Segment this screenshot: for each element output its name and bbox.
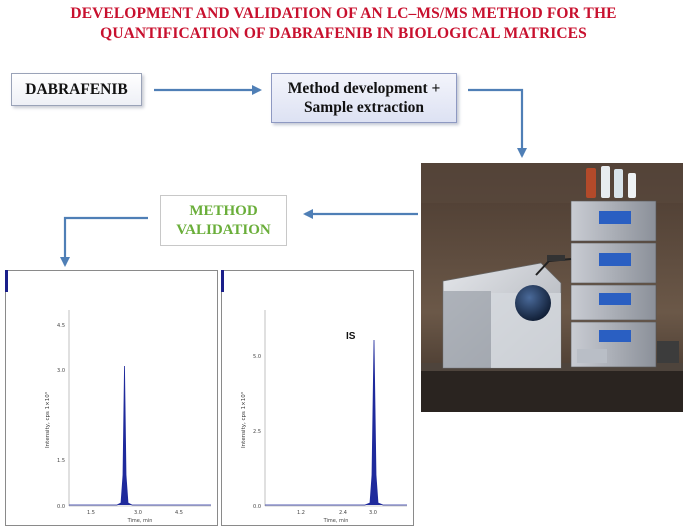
arrow-method-to-instrument — [468, 88, 527, 158]
chromatogram-1-xlabel: Time, min — [127, 518, 153, 524]
chromatogram-1-xtick-1: 1.5 — [87, 510, 95, 516]
chromatogram-internal-standard: 5.0 2.5 0.0 1.2 2.4 3.0 Time, min Intens… — [221, 270, 414, 526]
chromatogram-2-ylabel: Intensity, cps 1×10³ — [240, 392, 247, 448]
chromatogram-2-ytick-2: 2.5 — [253, 429, 261, 435]
chromatogram-2-xlabel: Time, min — [323, 518, 349, 524]
chromatogram-2-xtick-2: 2.4 — [339, 510, 347, 516]
method-validation-box: METHOD VALIDATION — [160, 195, 287, 246]
chromatogram-2-plot: 5.0 2.5 0.0 1.2 2.4 3.0 Time, min Intens… — [221, 270, 414, 526]
method-validation-label-line-1: METHOD — [189, 202, 258, 219]
chromatogram-2-ytick-1: 5.0 — [253, 354, 261, 360]
chromatogram-1-edge-mark — [5, 270, 8, 292]
dabrafenib-label: DABRAFENIB — [25, 80, 128, 98]
chromatogram-1-ytick-2: 3.0 — [57, 368, 65, 374]
page-title: DEVELOPMENT AND VALIDATION OF AN LC–MS/M… — [0, 4, 687, 44]
chromatogram-1-plot: 4.5 3.0 1.5 0.0 1.5 3.0 4.5 Time, min In… — [5, 270, 218, 526]
dabrafenib-box: DABRAFENIB — [11, 73, 142, 106]
method-development-label-line-1: Method development + — [287, 80, 441, 97]
chromatogram-1-ytick-4: 0.0 — [57, 504, 65, 510]
title-line-1: DEVELOPMENT AND VALIDATION OF AN LC–MS/M… — [70, 5, 617, 22]
chromatogram-2-ytick-3: 0.0 — [253, 504, 261, 510]
chromatogram-1-xtick-3: 4.5 — [175, 510, 183, 516]
chromatogram-2-edge-mark — [221, 270, 224, 292]
chromatogram-2-xtick-3: 3.0 — [369, 510, 377, 516]
title-line-2: QUANTIFICATION OF DABRAFENIB IN BIOLOGIC… — [100, 25, 587, 42]
chromatogram-2-peak — [265, 339, 407, 506]
chromatogram-1-frame — [5, 270, 218, 526]
chromatogram-1-ytick-3: 1.5 — [57, 458, 65, 464]
chromatogram-1-xtick-2: 3.0 — [134, 510, 142, 516]
lc-ms-ms-instrument-photo — [421, 163, 683, 412]
method-development-box: Method development + Sample extraction — [271, 73, 457, 123]
chromatogram-dabrafenib: 4.5 3.0 1.5 0.0 1.5 3.0 4.5 Time, min In… — [5, 270, 218, 526]
arrow-validation-to-chromatograms — [60, 216, 148, 267]
chromatogram-2-frame — [221, 270, 414, 526]
chromatogram-1-ylabel: Intensity, cps 1×10³ — [44, 392, 51, 448]
method-validation-label-line-2: VALIDATION — [176, 221, 271, 238]
chromatogram-1-ytick-1: 4.5 — [57, 323, 65, 329]
method-development-label-line-2: Sample extraction — [303, 99, 425, 116]
internal-standard-label: IS — [346, 331, 356, 342]
chromatogram-1-peak — [69, 365, 211, 506]
chromatogram-2-xtick-1: 1.2 — [297, 510, 305, 516]
